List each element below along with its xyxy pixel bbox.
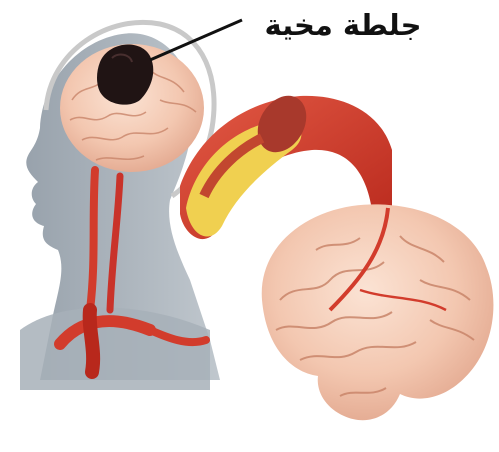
clot-label: جلطة مخية — [248, 2, 438, 48]
brain-icon — [262, 204, 494, 420]
